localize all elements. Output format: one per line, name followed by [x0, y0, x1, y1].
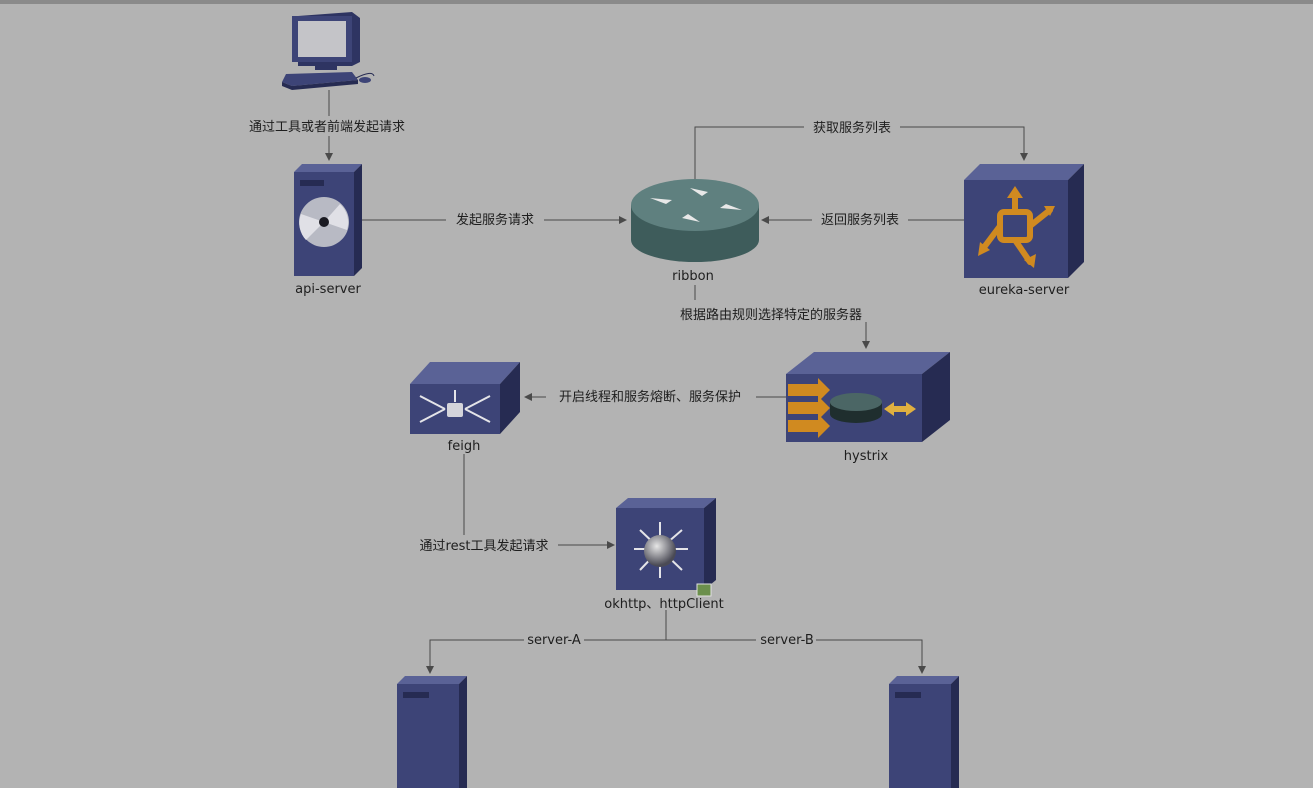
label-feign-to-http: 通过rest工具发起请求	[420, 538, 549, 554]
server-tower-icon	[889, 676, 959, 788]
hystrix-label: hystrix	[844, 449, 889, 464]
api-server-label: api-server	[295, 282, 361, 297]
load-balancer-icon	[786, 352, 950, 442]
server-b-node[interactable]	[889, 676, 959, 788]
http-client-label: okhttp、httpClient	[604, 597, 724, 612]
label-hystrix-to-feign: 开启线程和服务熔断、服务保护	[559, 389, 741, 405]
hub-switch-icon	[616, 498, 716, 597]
ribbon-label: ribbon	[672, 269, 714, 284]
http-client-node[interactable]: okhttp、httpClient	[604, 498, 724, 612]
api-server-node[interactable]: api-server	[294, 164, 362, 297]
computer-icon	[282, 12, 375, 90]
label-api-to-ribbon: 发起服务请求	[456, 212, 534, 228]
label-server-b: server-B	[760, 633, 813, 648]
label-eureka-to-ribbon: 返回服务列表	[821, 212, 899, 228]
server-tower-icon	[294, 164, 362, 276]
directory-server-icon	[964, 164, 1084, 278]
ribbon-node[interactable]: ribbon	[631, 179, 759, 284]
connectors	[325, 90, 1028, 673]
top-border	[0, 0, 1313, 4]
label-server-a: server-A	[527, 633, 581, 648]
edge-labels: 通过工具或者前端发起请求 发起服务请求 获取服务列表 返回服务列表 根据路由规则…	[236, 116, 908, 649]
server-tower-icon	[397, 676, 467, 788]
feign-label: feigh	[448, 439, 481, 454]
router-icon	[631, 179, 759, 262]
eureka-server-label: eureka-server	[979, 283, 1070, 298]
edge-http-to-servers	[429, 610, 922, 673]
edge-feign-to-http	[463, 454, 615, 549]
edge-ribbon-to-hystrix	[694, 285, 866, 348]
server-a-node[interactable]	[397, 676, 467, 788]
label-ribbon-to-eureka: 获取服务列表	[813, 120, 891, 136]
hystrix-node[interactable]: hystrix	[786, 352, 950, 464]
eureka-server-node[interactable]: eureka-server	[964, 164, 1084, 298]
feign-node[interactable]: feigh	[410, 362, 520, 454]
label-client-to-api: 通过工具或者前端发起请求	[249, 119, 405, 135]
label-ribbon-to-hystrix: 根据路由规则选择特定的服务器	[680, 307, 862, 323]
switch-icon	[410, 362, 520, 434]
